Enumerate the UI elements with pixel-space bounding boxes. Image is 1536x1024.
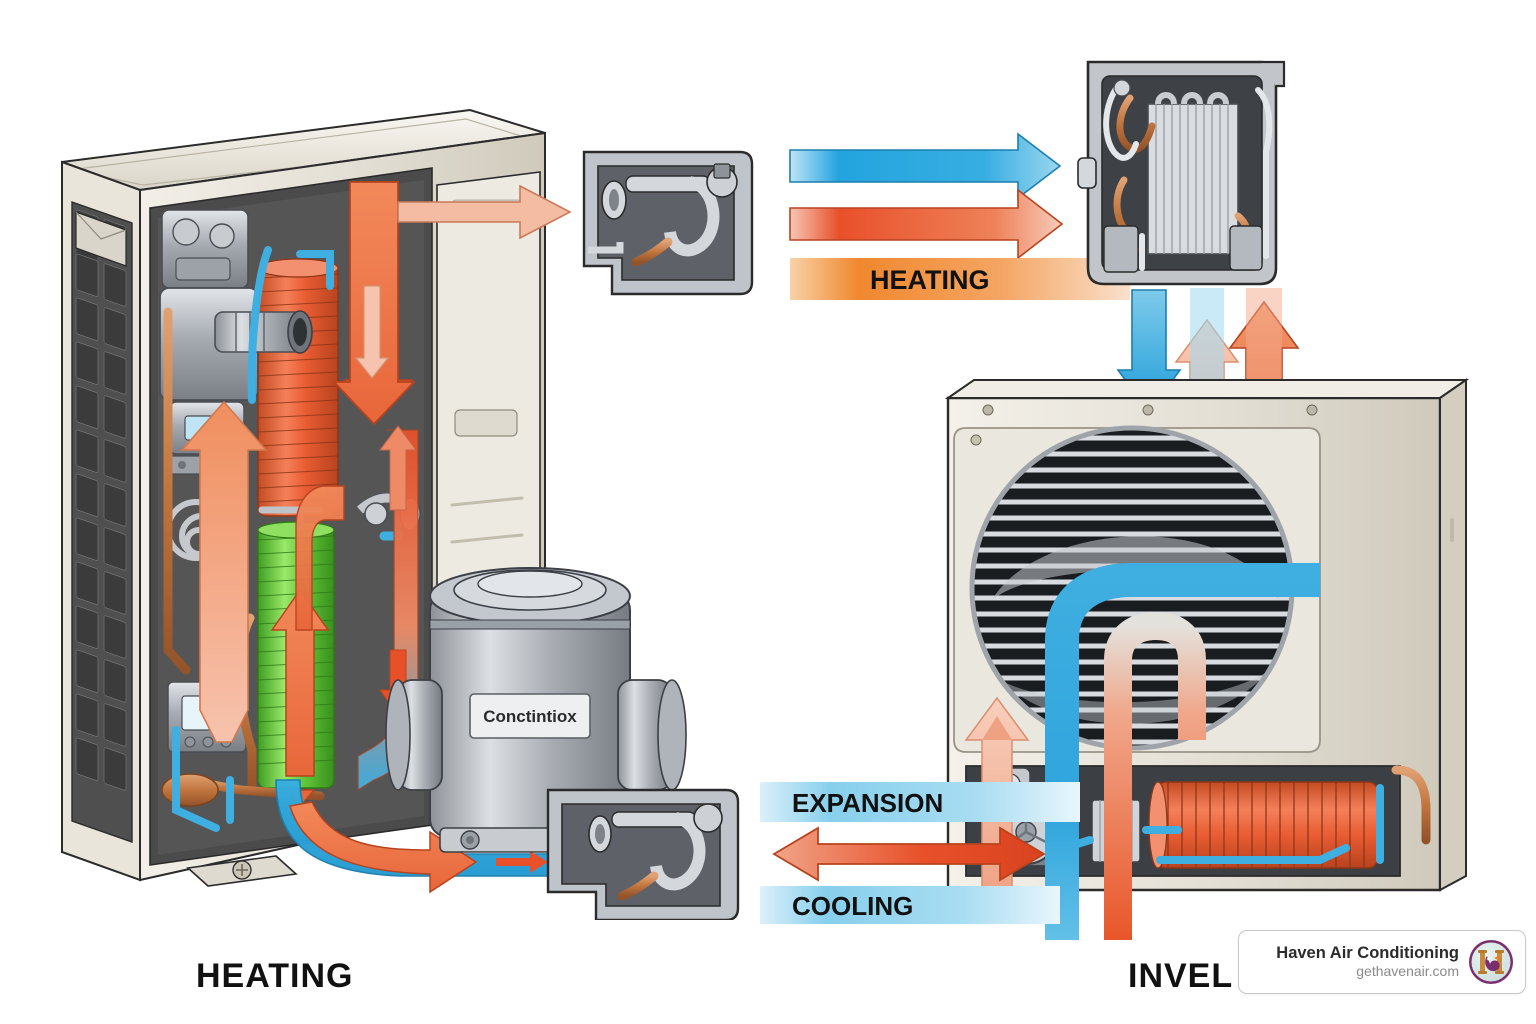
compressor: Conctintiox [385,567,687,853]
left-panel-caption: HEATING [196,957,354,995]
accumulator [161,773,219,807]
mounting-foot [186,855,298,887]
right-copper-piping [1391,759,1455,845]
flow-band-expansion: EXPANSION [760,782,1080,822]
flow-band-heating: HEATING [790,258,1130,300]
compressor-nameplate-text: Conctintiox [483,707,577,726]
callout-bottom-service-valve [546,788,740,920]
flow-arrow-into-top-callout [397,184,572,240]
flow-path-orange-u [1104,611,1206,940]
heating-band-label: HEATING [870,265,990,295]
flow-arrow-pale-down [354,285,390,379]
outdoor-condenser-coil [1148,781,1379,869]
cooling-band-label: COOLING [792,891,913,921]
logo-company-name: Haven Air Conditioning [1276,944,1459,963]
flow-path-blue-u [1045,563,1320,940]
haven-logo-icon [1469,940,1513,984]
logo-website: gethavenair.com [1356,963,1459,980]
right-inverter-system: HEATING [760,60,1470,940]
right-panel-caption: INVEL [1128,957,1234,995]
left-heat-pump-unit: Conctintiox [61,108,754,920]
side-louver-grille [71,201,133,843]
indoor-wall-unit [1077,60,1286,286]
expansion-band-label: EXPANSION [792,788,943,818]
flow-arrow-orange-column [295,485,345,631]
blue-suction-piping [172,246,334,832]
flow-band-red-top [789,188,1064,260]
watermark-badge[interactable]: Haven Air Conditioning gethavenair.com [1238,930,1526,994]
flow-band-cooling: COOLING [760,886,1060,924]
flow-band-double-arrow [772,826,1046,882]
flow-arrow-orange-up-left [180,400,268,743]
upper-condenser-coil [257,258,339,517]
flow-band-blue-top [789,132,1062,200]
callout-top-service-valve [582,150,754,296]
